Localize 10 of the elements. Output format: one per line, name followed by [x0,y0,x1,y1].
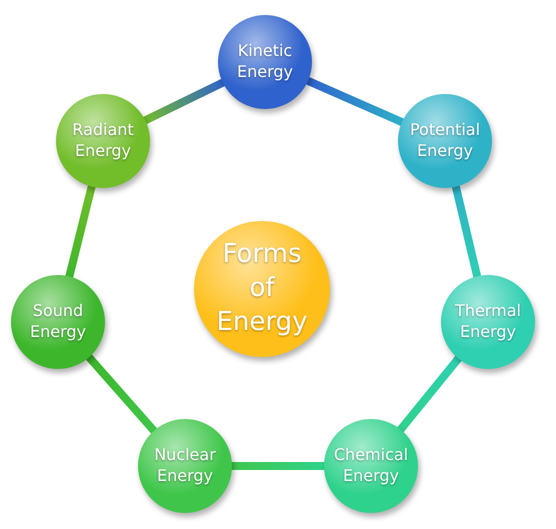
circle-label: Forms of Energy [215,238,309,339]
circle-label: Chemical Energy [332,445,410,487]
circle-label: Potential Energy [408,120,482,162]
circle-label: Thermal Energy [454,301,522,343]
energy-circle [324,419,418,513]
circle-label: Radiant Energy [71,120,135,162]
circle-label: Nuclear Energy [153,445,217,487]
circle-label: Kinetic Energy [236,41,294,83]
energy-circle [138,419,232,513]
circle-label: Sound Energy [28,301,87,343]
